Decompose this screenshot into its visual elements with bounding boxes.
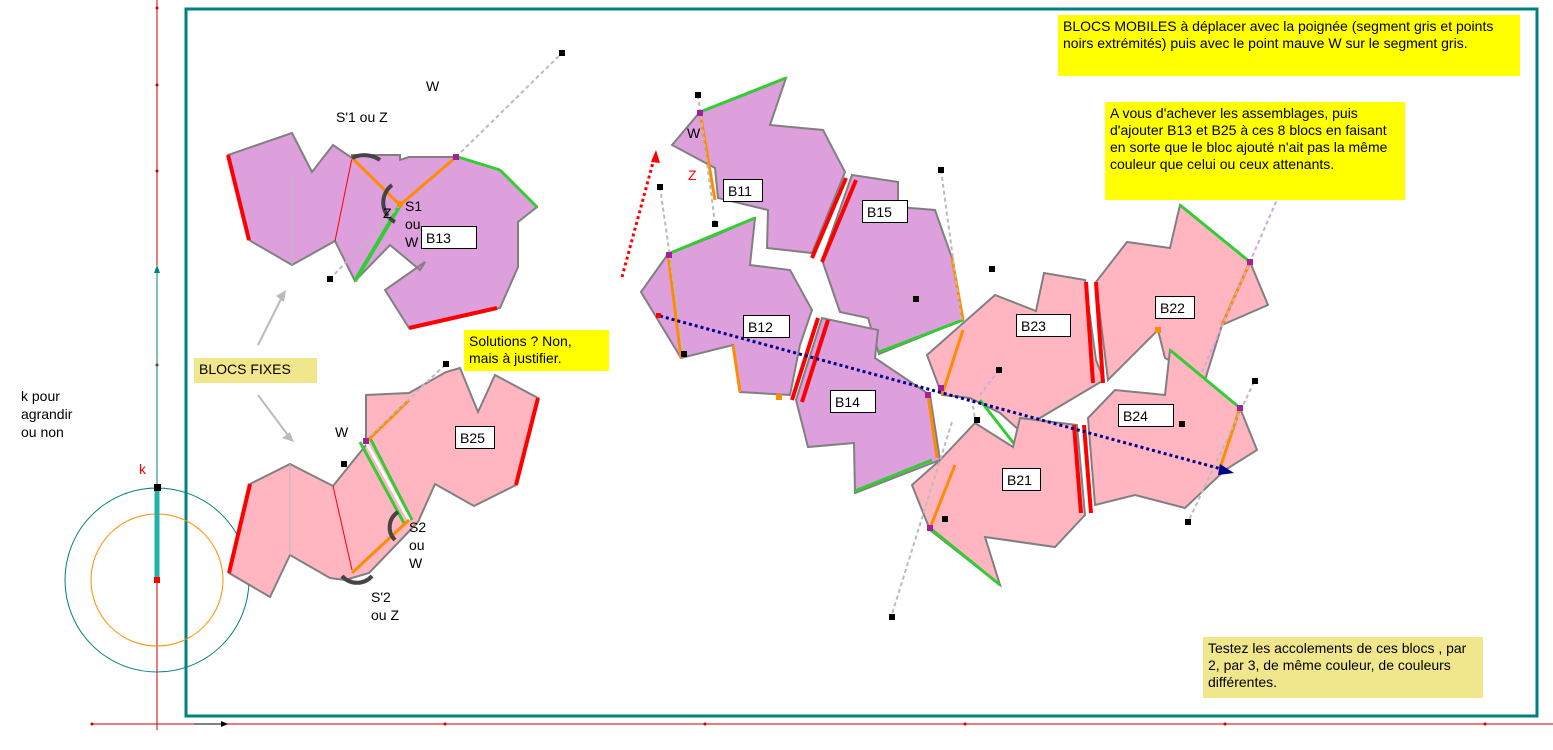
edge-b21-b24-a	[1072, 424, 1083, 514]
label-s1-3: W	[405, 234, 419, 250]
label-s2-1: S2	[409, 519, 427, 535]
edge-b11-b15-b	[820, 179, 858, 263]
label-b12: B12	[743, 315, 790, 338]
note-solutions: Solutions ? Non, mais à justifier.	[464, 330, 609, 371]
label-s2-3: W	[409, 555, 423, 571]
edge-b12-b14-b	[800, 319, 830, 403]
label-b24: B24	[1118, 404, 1174, 427]
edge-b11-b15-a	[810, 177, 848, 259]
label-b15: B15	[862, 200, 908, 223]
block-b11[interactable]	[670, 76, 847, 255]
edge-b23-b22-a	[1084, 281, 1095, 384]
note-blocs-fixes: BLOCS FIXES	[194, 358, 317, 383]
label-mobile-w: W	[687, 125, 701, 141]
label-z: Z	[383, 205, 392, 221]
edge-b23-b22-b	[1094, 281, 1105, 384]
edge-b12-b14-a	[790, 317, 820, 401]
label-mobile-z: Z	[688, 167, 697, 183]
label-b14: B14	[830, 390, 876, 413]
note-achever: A vous d'achever les assemblages, puis d…	[1105, 102, 1405, 200]
label-s1-1: S1	[405, 198, 423, 214]
label-s2prime-1: S'2	[371, 589, 391, 605]
fixed-block-violet	[226, 50, 565, 330]
k-origin	[154, 577, 160, 583]
block-b15[interactable]	[820, 167, 995, 421]
label-b23: B23	[1016, 314, 1071, 337]
label-b22: B22	[1155, 296, 1195, 319]
note-blocs-mobiles: BLOCS MOBILES à déplacer avec la poignée…	[1058, 15, 1520, 76]
k-caption-3: ou non	[21, 424, 64, 440]
block-b21[interactable]	[889, 385, 1087, 620]
work-frame	[184, 7, 1539, 718]
label-b11: B11	[723, 179, 763, 202]
label-b21: B21	[1002, 468, 1041, 491]
block-b12[interactable]	[639, 184, 814, 400]
block-b24[interactable]	[979, 348, 1259, 525]
edge-b21-b24-b	[1082, 424, 1093, 514]
label-s2-2: ou	[409, 537, 425, 553]
k-caption-2: agrandir	[21, 406, 73, 422]
rotation-vector	[620, 154, 657, 278]
k-handle[interactable]	[154, 484, 161, 491]
label-s2prime-2: ou Z	[371, 607, 400, 623]
translation-vector	[659, 314, 1226, 472]
label-b13: B13	[421, 226, 477, 249]
arrow-to-fixed-top	[257, 294, 284, 346]
label-s1prime: S'1 ou Z	[336, 109, 388, 125]
label-b25: B25	[455, 426, 495, 449]
label-w-bottom: W	[335, 424, 349, 440]
note-testez: Testez les accolements de ces blocs , pa…	[1203, 637, 1483, 698]
k-label: k	[139, 461, 146, 477]
label-s1-2: ou	[405, 216, 421, 232]
k-caption-1: k pour	[21, 388, 60, 404]
fixed-block-pink	[227, 361, 540, 599]
label-w-top: W	[426, 78, 440, 94]
arrow-to-fixed-bottom	[257, 394, 291, 439]
